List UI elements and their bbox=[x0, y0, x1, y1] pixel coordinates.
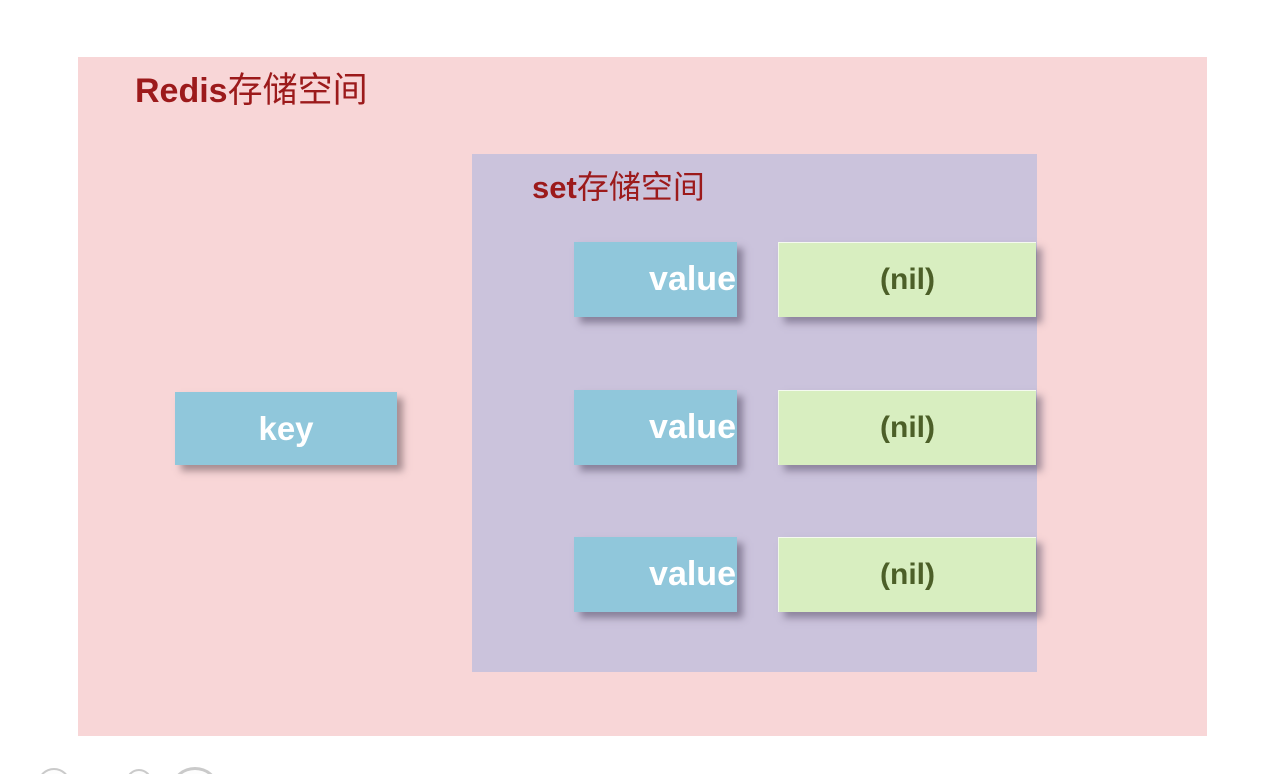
value-box-3-label: value bbox=[649, 555, 736, 593]
set-space-title: set存储空间 bbox=[532, 168, 705, 206]
key-box-label: key bbox=[258, 409, 314, 447]
key-box: key bbox=[175, 392, 397, 465]
value-box-1-label: value bbox=[649, 260, 736, 298]
value-box-1: value bbox=[574, 242, 737, 317]
redis-storage-space: Redis存储空间 key set存储空间 value (nil) value … bbox=[78, 57, 1207, 736]
set-space-title-cjk: 存储空间 bbox=[576, 169, 705, 205]
value-box-3: value bbox=[574, 537, 737, 612]
value-box-2-label: value bbox=[649, 408, 736, 446]
nil-box-3: (nil) bbox=[778, 537, 1036, 612]
value-box-2: value bbox=[574, 390, 737, 465]
partial-icon-2 bbox=[126, 769, 152, 774]
partial-icon-1 bbox=[38, 768, 70, 774]
redis-space-title-latin: Redis bbox=[135, 72, 228, 110]
nil-box-2: (nil) bbox=[778, 390, 1036, 465]
set-storage-space: set存储空间 value (nil) value (nil) value (n… bbox=[472, 154, 1037, 672]
nil-box-2-label: (nil) bbox=[880, 411, 935, 444]
set-space-title-latin: set bbox=[532, 170, 577, 205]
nil-box-1: (nil) bbox=[778, 242, 1036, 317]
nil-box-1-label: (nil) bbox=[880, 263, 935, 296]
redis-space-title: Redis存储空间 bbox=[135, 70, 368, 112]
partial-icon-3 bbox=[172, 767, 218, 774]
redis-space-title-cjk: 存储空间 bbox=[227, 71, 368, 110]
nil-box-3-label: (nil) bbox=[880, 558, 935, 591]
